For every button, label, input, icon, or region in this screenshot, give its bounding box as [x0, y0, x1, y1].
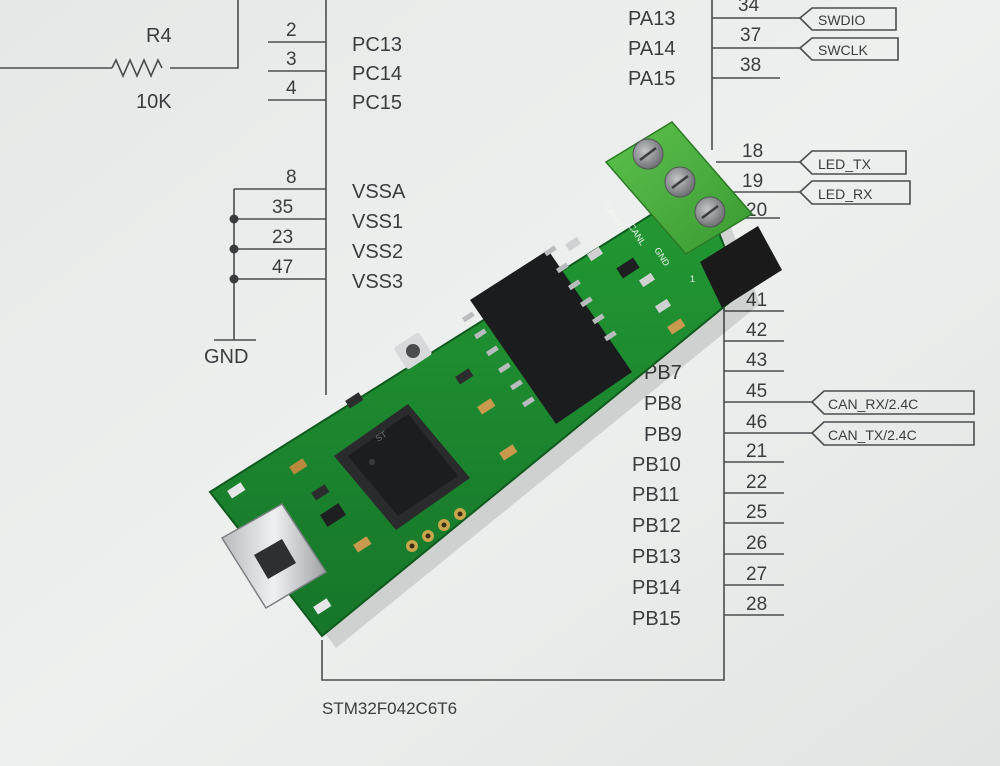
pin-num-20: 20 — [746, 200, 767, 221]
pin-num-43: 43 — [746, 350, 767, 371]
pin-num-47: 47 — [272, 257, 293, 278]
pin-name-pb14: PB14 — [632, 577, 681, 599]
net-flag-swdio — [798, 7, 897, 31]
pin-num-4: 4 — [286, 78, 297, 99]
silk-pin1: 1 — [690, 274, 695, 284]
resistor-symbol — [111, 58, 163, 78]
pin-num-3: 3 — [286, 49, 297, 70]
pin-name-pb11: PB11 — [632, 484, 679, 506]
pin-num-8: 8 — [286, 167, 297, 188]
pin-name-pb9: PB9 — [644, 424, 682, 446]
pin-name-pb13: PB13 — [632, 546, 681, 568]
pin-name-pb10: PB10 — [632, 454, 681, 476]
pin-name-pa13: PA13 — [628, 8, 675, 30]
net-flag-can-rx — [810, 390, 975, 415]
can-transceiver-chip — [470, 250, 632, 424]
pin-num-46: 46 — [746, 412, 767, 433]
ic-pins — [462, 245, 617, 408]
schematic-right: 34 37 38 18 19 20 PA13 PA14 PA15 SWDIO S… — [628, 0, 975, 630]
part-number: STM32F042C6T6 — [322, 699, 457, 718]
jumper-header — [700, 226, 782, 308]
pin-num-18: 18 — [742, 141, 763, 162]
pin-num-21: 21 — [746, 441, 767, 462]
net-label-led-tx: LED_TX — [818, 156, 872, 172]
pin-num-26: 26 — [746, 533, 767, 554]
net-label-can-rx: CAN_RX/2.4C — [828, 396, 918, 412]
pin-header-pads — [406, 508, 466, 552]
net-label-can-tx: CAN_TX/2.4C — [828, 427, 917, 443]
pin-name-pc15: PC15 — [352, 92, 402, 114]
net-label-led-rx: LED_RX — [818, 186, 873, 202]
pin-name-vss1: VSS1 — [352, 211, 403, 233]
pin-num-25: 25 — [746, 502, 767, 523]
pin-name-pa14: PA14 — [628, 38, 675, 60]
pin-name-pb15: PB15 — [632, 608, 681, 630]
mcu-chip: ST — [334, 404, 470, 530]
junction-dot — [229, 274, 239, 284]
resistor-value: 10K — [136, 91, 172, 113]
pin-num-27: 27 — [746, 564, 767, 585]
net-flag-can-tx — [810, 421, 975, 446]
pin-num-19: 19 — [742, 171, 763, 192]
junction-dot — [229, 214, 239, 224]
pin-num-37: 37 — [740, 25, 761, 46]
pin-name-pc13: PC13 — [352, 34, 402, 56]
junction-dot — [229, 244, 239, 254]
reset-button — [394, 333, 432, 369]
pin-num-2: 2 — [286, 20, 297, 41]
pin-num-35: 35 — [272, 197, 293, 218]
can-adapter-board: ST — [208, 121, 782, 648]
pin-name-vss3: VSS3 — [352, 271, 403, 293]
pin-num-22: 22 — [746, 472, 767, 493]
pin-name-pb8: PB8 — [644, 393, 682, 415]
ground-label: GND — [204, 346, 248, 368]
pin-num-28: 28 — [746, 594, 767, 615]
pin-name-pc14: PC14 — [352, 63, 402, 85]
pin-name-pa15: PA15 — [628, 68, 675, 90]
net-flag-led-rx — [798, 180, 911, 205]
pin-name-pb7: PB7 — [644, 362, 682, 384]
usb-connector — [220, 502, 328, 610]
pin-num-45: 45 — [746, 381, 767, 402]
resistor-ref: R4 — [146, 25, 172, 47]
passive-components — [227, 236, 686, 615]
pin-num-42: 42 — [746, 320, 767, 341]
pin-num-34: 34 — [738, 0, 760, 16]
pin-num-23: 23 — [272, 227, 293, 248]
screw-terminal — [604, 121, 754, 255]
pin-num-41: 41 — [746, 290, 767, 311]
net-label-swclk: SWCLK — [818, 42, 868, 58]
net-flag-led-tx — [798, 150, 907, 175]
net-flag-swclk — [798, 37, 899, 61]
pin-name-vss2: VSS2 — [352, 241, 403, 263]
pin-name-vssa: VSSA — [352, 181, 406, 203]
net-label-swdio: SWDIO — [818, 12, 866, 28]
schematic-left: R4 10K 2 3 4 PC13 PC14 PC15 8 35 23 47 V… — [0, 0, 725, 718]
pin-name-pb12: PB12 — [632, 515, 681, 537]
pin-num-38: 38 — [740, 55, 761, 76]
